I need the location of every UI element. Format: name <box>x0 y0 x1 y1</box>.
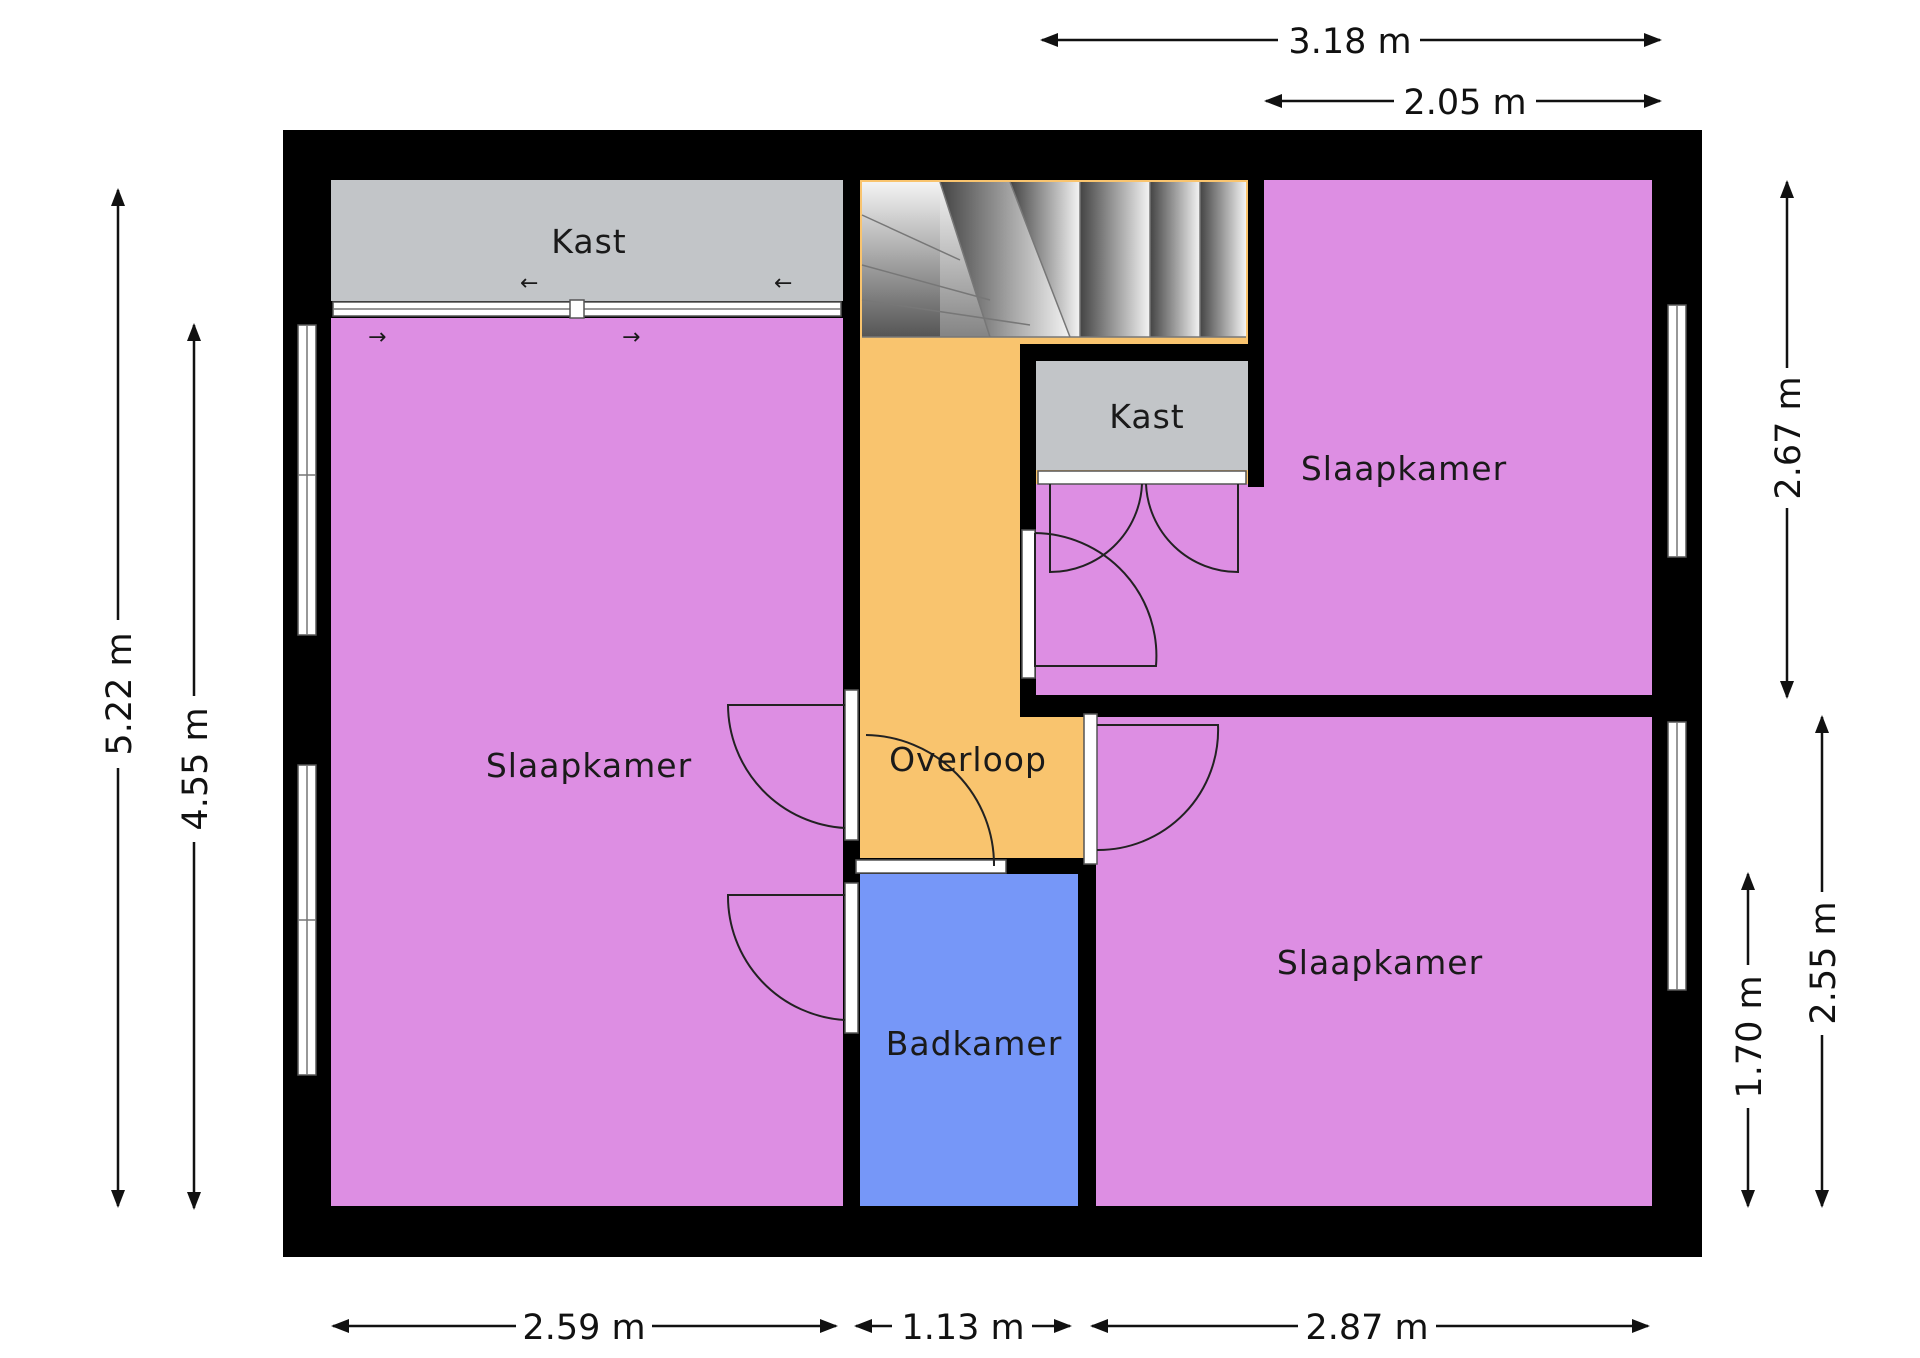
svg-text:1.70 m: 1.70 m <box>1730 975 1770 1098</box>
dimension-top-inner: 2.05 m <box>1264 83 1662 123</box>
dimension-right-upper: 2.67 m <box>1769 180 1809 699</box>
svg-text:5.22 m: 5.22 m <box>100 632 140 755</box>
room-slaapkamer-top-right <box>1264 180 1652 695</box>
door-kast-small <box>1037 470 1247 574</box>
dimension-top-total: 3.18 m <box>1040 22 1662 62</box>
wall-small-kast-top <box>1020 344 1264 361</box>
window-right-upper <box>1667 304 1687 558</box>
dimension-bottom-left: 2.59 m <box>331 1308 838 1348</box>
dimension-right-bath: 1.70 m <box>1730 872 1770 1208</box>
arrow-right-icon: → <box>368 325 387 350</box>
dimension-left-inner: 4.55 m <box>176 323 216 1210</box>
svg-text:2.05 m: 2.05 m <box>1403 83 1526 123</box>
door-slaapkamer-left-lower <box>726 882 859 1034</box>
dimension-left-total: 5.22 m <box>100 188 140 1208</box>
wall-small-kast-right <box>1248 361 1264 487</box>
dimension-bottom-middle: 1.13 m <box>854 1308 1072 1348</box>
room-label-slaapkamer-top-right: Slaapkamer <box>1301 449 1507 488</box>
svg-text:4.55 m: 4.55 m <box>176 707 216 830</box>
room-label-badkamer: Badkamer <box>886 1024 1063 1063</box>
wall-bath-right <box>1078 858 1096 1206</box>
svg-text:1.13 m: 1.13 m <box>901 1308 1024 1348</box>
room-kast-small <box>1036 361 1248 470</box>
room-badkamer <box>860 874 1078 1206</box>
arrow-left-icon: ← <box>774 271 793 296</box>
dimension-bottom-right: 2.87 m <box>1090 1308 1650 1348</box>
svg-text:2.87 m: 2.87 m <box>1305 1308 1428 1348</box>
room-label-slaapkamer-left: Slaapkamer <box>486 746 692 785</box>
arrow-right-icon: → <box>622 325 641 350</box>
room-label-kast-small: Kast <box>1109 397 1184 436</box>
door-badkamer <box>855 734 1007 874</box>
window-left-lower <box>297 764 317 1076</box>
window-left-upper <box>297 324 317 636</box>
room-label-overloop: Overloop <box>889 740 1047 779</box>
svg-text:2.55 m: 2.55 m <box>1804 901 1844 1024</box>
room-slaapkamer-bottom-right <box>1096 717 1652 1206</box>
sliding-door-kast-top <box>332 299 842 319</box>
room-label-kast-top: Kast <box>551 222 626 261</box>
room-kast-top <box>331 180 843 301</box>
svg-text:2.59 m: 2.59 m <box>522 1308 645 1348</box>
window-right-lower <box>1667 721 1687 991</box>
room-slaapkamer-left <box>331 318 843 1206</box>
door-slaapkamer-top-right <box>1021 529 1158 679</box>
staircase <box>861 181 1246 338</box>
dimension-right-lower: 2.55 m <box>1804 715 1844 1208</box>
svg-text:2.67 m: 2.67 m <box>1769 376 1809 499</box>
wall-bedroom-split <box>1020 695 1652 717</box>
door-slaapkamer-bottom-right <box>1083 713 1220 865</box>
room-label-slaapkamer-bottom-right: Slaapkamer <box>1277 943 1483 982</box>
door-slaapkamer-left-upper <box>726 689 859 841</box>
arrow-left-icon: ← <box>520 271 539 296</box>
svg-text:3.18 m: 3.18 m <box>1288 22 1411 62</box>
